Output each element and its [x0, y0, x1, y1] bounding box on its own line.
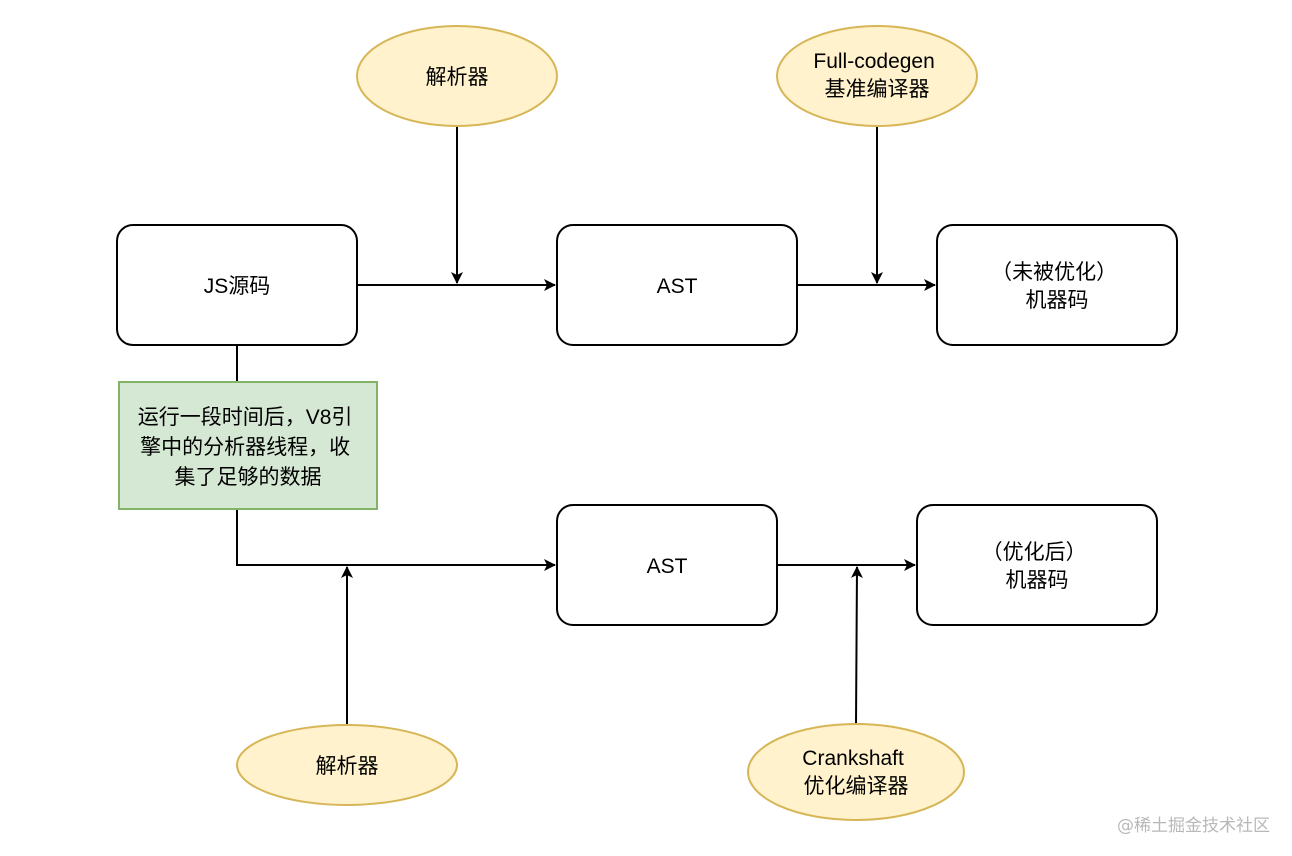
unoptimized-code-box: [936, 224, 1178, 346]
parser-bottom-label: 解析器: [316, 755, 379, 778]
parser-bottom-ellipse: [236, 724, 458, 806]
ast-bottom-box: [556, 504, 778, 626]
watermark: @稀土掘金技术社区: [1117, 816, 1270, 836]
note-box: [118, 381, 378, 510]
note-label: 运行一段时间后，V8引 擎中的分析器线程，收 集了足够的数据: [138, 406, 359, 489]
parser-top-label: 解析器: [426, 66, 489, 89]
optimized-code-box: [916, 504, 1158, 626]
full-codegen-ellipse: [776, 25, 978, 127]
js-source-label: JS源码: [204, 275, 271, 298]
crankshaft-label: Crankshaft 优化编译器: [802, 747, 909, 798]
optimized-code-label: （优化后） 机器码: [982, 541, 1093, 592]
edges: [236, 126, 936, 726]
ast-top-label: AST: [657, 275, 698, 298]
crankshaft-ellipse: [747, 723, 965, 821]
edge-crankshaft-to-flow: [850, 566, 863, 726]
ast-top-box: [556, 224, 798, 346]
full-codegen-label: Full-codegen 基准编译器: [813, 50, 940, 101]
unoptimized-code-label: （未被优化） 机器码: [991, 261, 1123, 312]
parser-top-ellipse: [356, 25, 558, 127]
ast-bottom-label: AST: [647, 555, 688, 578]
edge-note-to-ast-bottom: [236, 509, 556, 571]
js-source-box: [116, 224, 358, 346]
